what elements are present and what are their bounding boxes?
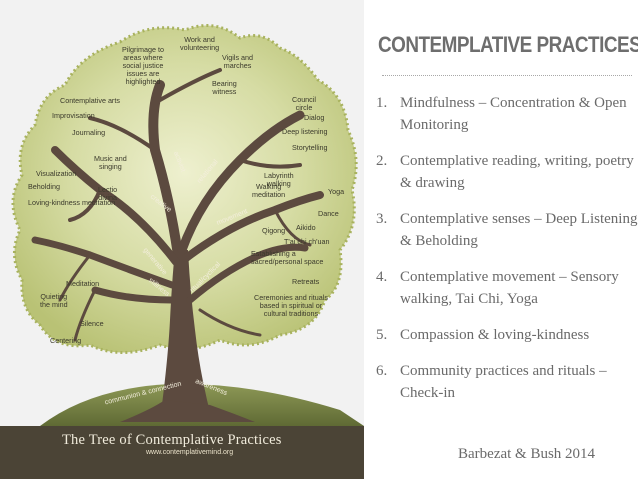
label-yoga: Yoga bbox=[328, 187, 345, 196]
list-item-text: Contemplative movement – Sensory walking… bbox=[400, 269, 619, 307]
tree-caption-url: www.contemplativemind.org bbox=[146, 449, 234, 456]
label-retreats: Retreats bbox=[292, 277, 320, 286]
label-qigong: Qigong bbox=[262, 226, 286, 235]
list-item: 4. Contemplative movement – Sensory walki… bbox=[376, 266, 638, 310]
branch-movement bbox=[182, 191, 324, 262]
list-item-text: Compassion & loving-kindness bbox=[400, 327, 590, 343]
list-item-number: 3. bbox=[376, 211, 388, 227]
branch-stillness bbox=[91, 286, 176, 304]
canopy bbox=[11, 24, 358, 354]
branch-creative bbox=[51, 146, 180, 266]
label-storytelling: Storytelling bbox=[292, 143, 328, 152]
tree-caption-title: The Tree of Contemplative Practices bbox=[62, 432, 282, 448]
tree-illustration bbox=[11, 24, 364, 426]
label-journaling: Journaling bbox=[72, 128, 106, 137]
list-item-text: Contemplative senses – Deep Listening & … bbox=[400, 211, 638, 249]
list-item: 1. Mindfulness – Concentration & Open Mon… bbox=[376, 92, 638, 136]
label-contemplative-arts: Contemplative arts bbox=[60, 96, 120, 105]
list-item-text: Mindfulness – Concentration & Open Monit… bbox=[400, 95, 627, 133]
label-visualization: Visualization bbox=[36, 169, 77, 178]
trunk bbox=[160, 250, 212, 420]
label-meditation: Meditation bbox=[66, 279, 100, 288]
list-item-text: Contemplative reading, writing, poetry &… bbox=[400, 153, 634, 191]
list-item-number: 4. bbox=[376, 269, 388, 285]
text-panel bbox=[364, 0, 638, 479]
list-item: 3. Contemplative senses – Deep Listening … bbox=[376, 208, 638, 252]
label-aikido: Aikido bbox=[296, 223, 316, 232]
label-taichi: T'ai chi ch'uan bbox=[284, 237, 330, 246]
list-item-number: 1. bbox=[376, 95, 388, 111]
list-item-number: 6. bbox=[376, 363, 388, 379]
label-improvisation: Improvisation bbox=[52, 111, 95, 120]
list-item-number: 2. bbox=[376, 153, 388, 169]
citation: Barbezat & Bush 2014 bbox=[458, 446, 596, 462]
list-item-number: 5. bbox=[376, 327, 388, 343]
label-beholding: Beholding bbox=[28, 182, 60, 191]
label-dialog: Dialog bbox=[304, 113, 325, 122]
slide-heading: CONTEMPLATIVE PRACTICES bbox=[378, 32, 638, 57]
list-item: 2. Contemplative reading, writing, poetry… bbox=[376, 150, 638, 194]
label-loving-kindness: Loving-kindness meditation bbox=[28, 198, 116, 207]
label-deep-listening: Deep listening bbox=[282, 127, 328, 136]
list-item: 5. Compassion & loving-kindness bbox=[376, 324, 638, 346]
list-item: 6. Community practices and rituals – Chec… bbox=[376, 360, 638, 404]
label-dance: Dance bbox=[318, 209, 339, 218]
label-silence: Silence bbox=[80, 319, 104, 328]
heading-divider bbox=[382, 75, 632, 76]
branch-ritual bbox=[186, 243, 309, 304]
label-centering: Centering bbox=[50, 336, 82, 345]
list-item-text: Community practices and rituals – Check-… bbox=[400, 363, 607, 401]
tree-caption-bar bbox=[0, 426, 364, 479]
practices-list: 1. Mindfulness – Concentration & Open Mon… bbox=[376, 92, 638, 418]
